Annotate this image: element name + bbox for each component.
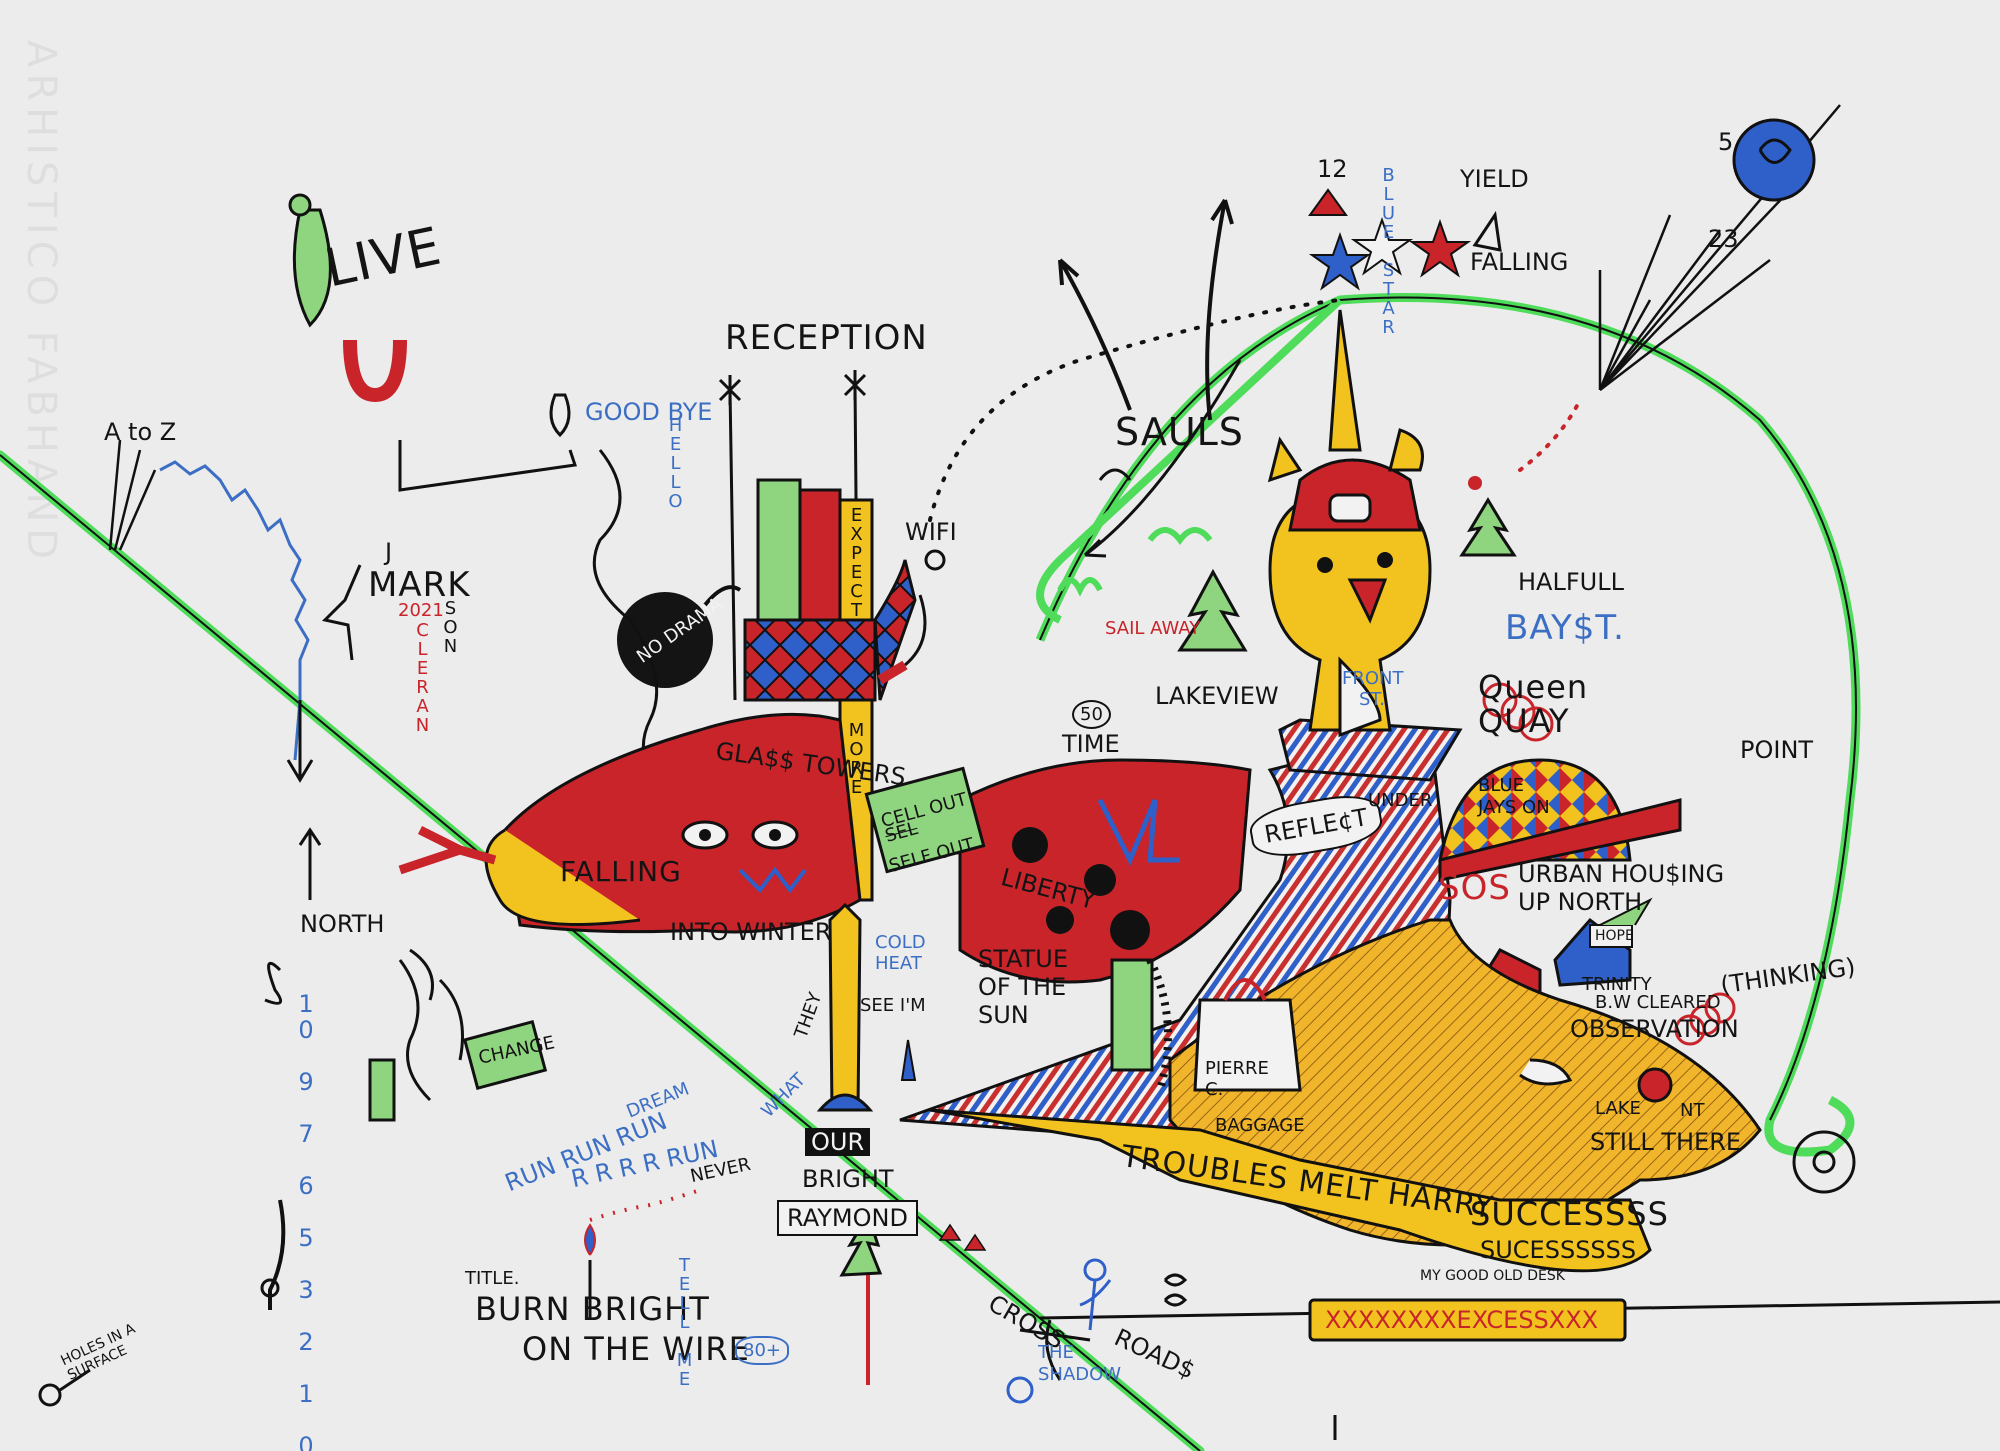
pierre-label: PIERRE C. — [1205, 1058, 1269, 1100]
countdown-label: 10 9 7 6 5 3 2 1 0 — [292, 990, 320, 1451]
my-good-old-desk-label: MY GOOD OLD DESK — [1420, 1268, 1565, 1284]
still-there-label: STILL THERE — [1590, 1128, 1742, 1156]
success-label: SUCCESSSS — [1470, 1195, 1669, 1233]
blue-star-label: BLUE STAR — [1378, 165, 1399, 336]
green-leaf-figure — [292, 208, 332, 328]
lake-label: LAKE — [1595, 1098, 1641, 1119]
bright-label: BRIGHT — [802, 1165, 894, 1193]
magnet-icon — [343, 339, 407, 403]
expect-label: EXPECT — [846, 505, 867, 619]
falling-top-label: FALLING — [1470, 248, 1569, 276]
halfull-label: HALFULL — [1518, 568, 1624, 596]
son-label: SON — [440, 598, 461, 655]
yellow-beak — [484, 828, 641, 926]
front-st-label: FRONT ST. — [1342, 668, 1404, 710]
lakeview-label: LAKEVIEW — [1155, 682, 1279, 710]
time-label: TIME — [1062, 730, 1120, 758]
yellow-wing — [929, 1108, 1652, 1273]
sucess-label: SUCESSSSSS — [1480, 1236, 1637, 1264]
mark-label: MARK — [368, 565, 471, 605]
reception-label: RECEPTION — [725, 318, 928, 358]
sauls-label: SAULS — [1115, 410, 1244, 454]
blue-jays-label: BLUE JAYS ON — [1478, 775, 1550, 818]
the-shadow-label: THE SHADOW — [1038, 1342, 1122, 1385]
a-to-z-label: A to Z — [104, 418, 177, 446]
queen-quay-label: Queen QUAY — [1478, 668, 1589, 740]
red-star-icon — [1408, 218, 1472, 278]
year-label: 2021 — [398, 600, 444, 621]
observation-label: OBSERVATION — [1570, 1015, 1739, 1043]
num-12-label: 12 — [1317, 155, 1348, 183]
nt-label: NT — [1680, 1100, 1705, 1121]
cleran-label: CLERAN — [412, 620, 433, 734]
into-winter-label: INTO WINTER — [670, 918, 832, 946]
raymond-label: RAYMOND — [777, 1200, 918, 1236]
our-label: OUR — [805, 1128, 871, 1156]
num-5-label: 5 — [1718, 128, 1734, 156]
tell-me-label: TELL ME — [674, 1255, 695, 1388]
sail-away-label: SAIL AWAY — [1105, 618, 1201, 639]
goodbye-label: GOOD BYE — [585, 398, 713, 426]
sos-label: SOS — [1438, 868, 1511, 908]
blue-ball — [1732, 118, 1816, 202]
falling-label: FALLING — [560, 855, 682, 888]
see-im-label: SEE I'M — [860, 995, 926, 1016]
num-23-label: 23 — [1708, 225, 1739, 253]
hope-label: HOPE — [1595, 928, 1634, 944]
urban-housing-label: URBAN HOU$ING UP NORTH — [1518, 860, 1725, 916]
bay-st-label: BAY$T. — [1505, 608, 1625, 648]
under-label: UNDER — [1368, 790, 1433, 811]
north-label: NORTH — [300, 910, 385, 938]
point-label: POINT — [1740, 736, 1814, 764]
trinity-label: TRINITY — [1582, 974, 1652, 995]
baggage-label: BAGGAGE — [1215, 1115, 1305, 1136]
statue-label: STATUE OF THE SUN — [978, 945, 1068, 1029]
white-star-icon — [1350, 216, 1414, 276]
on-the-wire-label: ON THE WIRE — [522, 1330, 750, 1368]
num-50-label: 50 — [1072, 700, 1111, 729]
hello-label: HELLO — [665, 415, 686, 510]
no-drama-bomb — [617, 592, 713, 688]
more-label: MORE — [846, 720, 867, 796]
obelisk — [828, 902, 862, 1112]
cold-heat-label: COLD HEAT — [875, 932, 926, 974]
wifi-label: WIFI — [905, 518, 957, 546]
eighty-plus-label: 80+ — [735, 1336, 789, 1365]
excess-label: XXXXXXXXEXCESSXXX — [1325, 1306, 1599, 1334]
yield-label: YIELD — [1460, 165, 1529, 193]
blue-star-icon — [1308, 231, 1372, 291]
title-label: TITLE. — [465, 1268, 520, 1289]
bw-cleared-label: B.W CLEARED — [1595, 992, 1721, 1013]
j-label: J — [385, 538, 393, 566]
burn-bright-label: BURN BRIGHT — [475, 1290, 710, 1328]
